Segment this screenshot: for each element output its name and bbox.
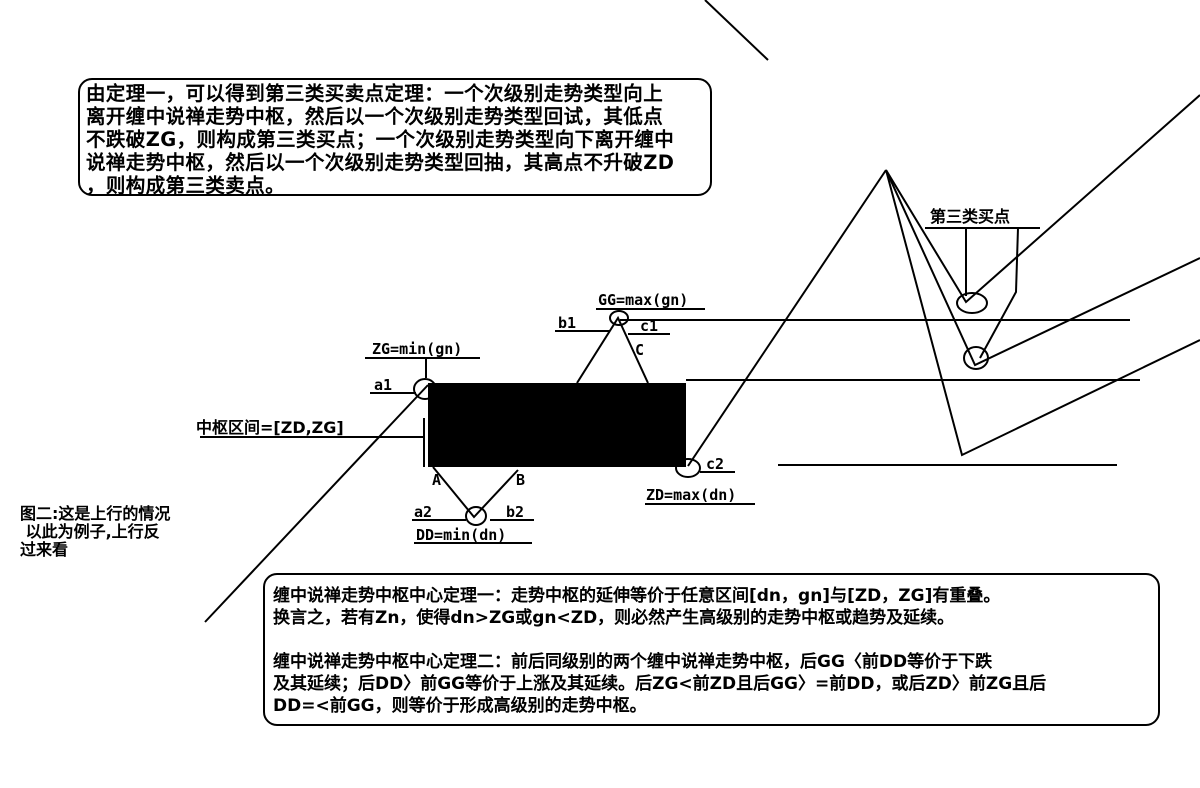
label-a2: a2 xyxy=(414,503,432,521)
pullback-1 xyxy=(885,94,1200,304)
label-b1: b1 xyxy=(558,314,576,332)
theorem-line: 离开缠中说禅走势中枢，然后以一个次级别走势类型回试，其低点 xyxy=(86,105,664,128)
theorem1-line: 换言之，若有Zn，使得dn>ZG或gn<ZD，则必然产生高级别的走势中枢或趋势及… xyxy=(273,608,955,628)
theorem-line: 由定理一，可以得到第三类买卖点定理：一个次级别走势类型向上 xyxy=(86,82,664,105)
marker-gg xyxy=(609,310,629,326)
label-C: C xyxy=(635,341,644,359)
caption-line: 过来看 xyxy=(20,540,69,559)
theorem-line: ，则构成第三类卖点。 xyxy=(86,174,286,197)
caption-line: 图二:这是上行的情况 xyxy=(20,504,171,523)
marker-c2 xyxy=(675,458,701,478)
marker-third-buy-2 xyxy=(963,346,989,370)
theorem-line: 说禅走势中枢，然后以一个次级别走势类型回抽，其高点不升破ZD xyxy=(86,151,675,174)
segment-b1-c1 xyxy=(576,315,649,384)
exit-trend-line xyxy=(687,169,887,467)
label-b2: b2 xyxy=(506,503,524,521)
figure-caption: 图二:这是上行的情况 以此为例子,上行反 过来看 xyxy=(20,505,170,559)
pullback-2 xyxy=(885,169,1200,367)
third-buy-sell-theorem-box: 由定理一，可以得到第三类买卖点定理：一个次级别走势类型向上 离开缠中说禅走势中枢… xyxy=(78,78,712,197)
caption-line: 以此为例子,上行反 xyxy=(20,522,160,541)
label-gg: GG=max(gn) xyxy=(598,291,688,309)
label-c2: c2 xyxy=(706,455,724,473)
theorem2-line: 缠中说禅走势中枢中心定理二：前后同级别的两个缠中说禅走势中枢，后GG〈前DD等价… xyxy=(273,652,993,672)
center-theorems-box: 缠中说禅走势中枢中心定理一：走势中枢的延伸等价于任意区间[dn，gn]与[ZD，… xyxy=(263,573,1160,726)
third-buy-leader-2 xyxy=(979,227,1019,359)
top-stray-line xyxy=(704,0,769,61)
marker-third-buy-1 xyxy=(956,292,988,314)
theorem2-line: DD=<前GG，则等价于形成高级别的走势中枢。 xyxy=(273,696,647,716)
pivot-zone xyxy=(428,383,686,467)
marker-dd xyxy=(465,506,487,526)
label-B: B xyxy=(516,471,525,489)
label-dd: DD=min(dn) xyxy=(416,526,506,544)
label-pivot-range: 中枢区间=[ZD,ZG] xyxy=(196,418,344,437)
label-A: A xyxy=(432,471,441,489)
label-third-buy: 第三类买点 xyxy=(930,207,1010,226)
theorem1-line: 缠中说禅走势中枢中心定理一：走势中枢的延伸等价于任意区间[dn，gn]与[ZD，… xyxy=(273,586,1001,606)
label-zg: ZG=min(gn) xyxy=(372,340,462,358)
theorem-line: 不跌破ZG，则构成第三类买点；一个次级别走势类型向下离开缠中 xyxy=(86,128,675,151)
label-a1: a1 xyxy=(374,376,392,394)
pullback-3 xyxy=(885,169,1200,457)
segment-a2-b2 xyxy=(432,466,519,519)
label-c1: c1 xyxy=(640,317,658,335)
label-zd: ZD=max(dn) xyxy=(646,486,736,504)
entry-trend-line xyxy=(204,384,429,623)
theorem2-line: 及其延续；后DD〉前GG等价于上涨及其延续。后ZG<前ZD且后GG〉=前DD，或… xyxy=(273,674,1047,694)
